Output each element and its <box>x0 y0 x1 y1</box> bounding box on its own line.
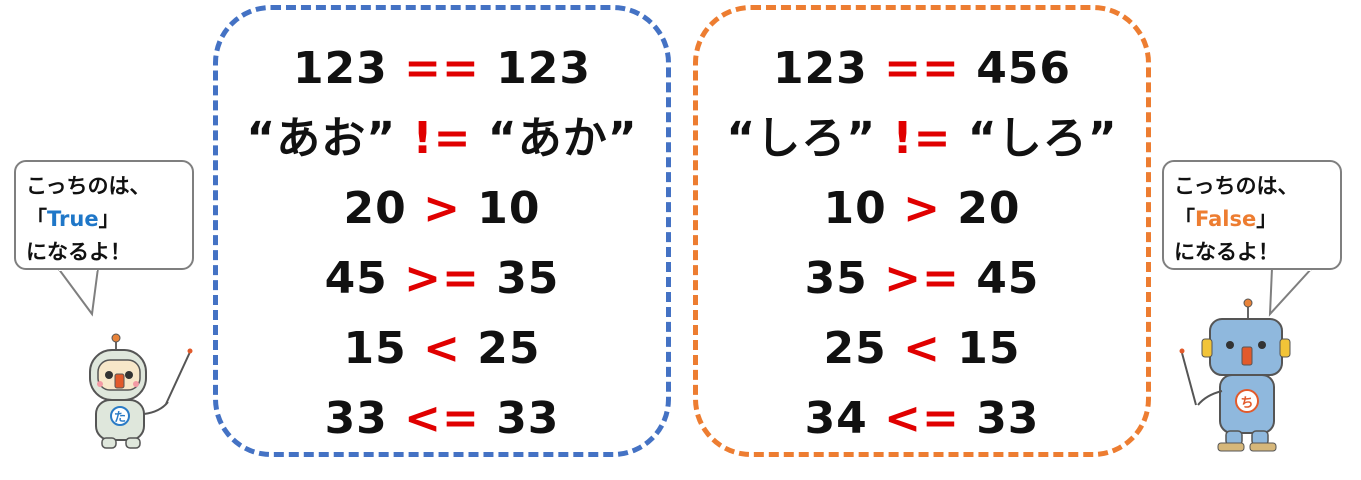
bubble-line-1: こっちのは、 <box>1174 174 1299 198</box>
close-bracket: 」 <box>1256 207 1278 231</box>
bubble-line-3: になるよ！ <box>26 240 131 264</box>
operator: == <box>884 43 960 94</box>
left-operand: 35 <box>804 253 868 304</box>
right-operand: 456 <box>976 43 1072 94</box>
false-row-1: 123 == 456 <box>698 34 1146 104</box>
true-row-2: “あお” != “あか” <box>218 104 666 174</box>
bubble-line-3: になるよ！ <box>1174 240 1279 264</box>
false-row-4: 35 >= 45 <box>698 244 1146 314</box>
false-row-6: 34 <= 33 <box>698 384 1146 454</box>
right-operand: 35 <box>496 253 560 304</box>
left-bubble-tail <box>56 267 100 317</box>
right-operand: 25 <box>477 323 541 374</box>
true-row-1: 123 == 123 <box>218 34 666 104</box>
right-operand: 10 <box>477 183 541 234</box>
left-operand: 45 <box>324 253 388 304</box>
bubble-line-2: 「True」 <box>26 203 182 236</box>
right-operand: “あか” <box>487 113 638 164</box>
bubble-line-1: こっちのは、 <box>26 174 151 198</box>
operator: <= <box>404 393 480 444</box>
right-operand: 33 <box>976 393 1040 444</box>
left-speech-bubble: こっちのは、 「True」 になるよ！ <box>14 160 194 270</box>
operator: <= <box>884 393 960 444</box>
operator: >= <box>404 253 480 304</box>
right-bubble-tail <box>1268 267 1315 317</box>
right-operand: “しろ” <box>967 113 1118 164</box>
left-operand: 25 <box>823 323 887 374</box>
close-bracket: 」 <box>98 207 120 231</box>
left-operand: 123 <box>292 43 388 94</box>
false-row-2: “しろ” != “しろ” <box>698 104 1146 174</box>
operator: >= <box>884 253 960 304</box>
robot-badge: ち <box>1240 396 1253 411</box>
operator: == <box>404 43 480 94</box>
robot-badge: た <box>114 410 126 424</box>
left-operand: 33 <box>324 393 388 444</box>
left-robot-icon: た <box>89 333 193 449</box>
true-row-3: 20 > 10 <box>218 174 666 244</box>
right-operand: 45 <box>976 253 1040 304</box>
operator: != <box>412 113 472 164</box>
false-comparisons-panel: 123 == 456 “しろ” != “しろ” 10 > 20 35 >= 45… <box>693 5 1151 457</box>
bubble-line-2: 「False」 <box>1174 203 1330 236</box>
right-operand: 123 <box>496 43 592 94</box>
true-keyword: True <box>47 207 99 231</box>
left-operand: 10 <box>823 183 887 234</box>
true-row-5: 15 < 25 <box>218 314 666 384</box>
operator: > <box>903 183 941 234</box>
open-bracket: 「 <box>26 207 47 231</box>
left-operand: 20 <box>343 183 407 234</box>
right-speech-bubble: こっちのは、 「False」 になるよ！ <box>1162 160 1342 270</box>
right-robot-icon: ち <box>1179 298 1291 452</box>
false-row-5: 25 < 15 <box>698 314 1146 384</box>
right-operand: 33 <box>496 393 560 444</box>
left-operand: 34 <box>804 393 868 444</box>
false-row-3: 10 > 20 <box>698 174 1146 244</box>
left-operand: “あお” <box>246 113 397 164</box>
true-comparisons-panel: 123 == 123 “あお” != “あか” 20 > 10 45 >= 35… <box>213 5 671 457</box>
operator: < <box>903 323 941 374</box>
open-bracket: 「 <box>1174 207 1195 231</box>
left-operand: 123 <box>772 43 868 94</box>
operator: < <box>423 323 461 374</box>
operator: != <box>892 113 952 164</box>
true-row-4: 45 >= 35 <box>218 244 666 314</box>
false-keyword: False <box>1195 207 1257 231</box>
right-operand: 20 <box>957 183 1021 234</box>
true-row-6: 33 <= 33 <box>218 384 666 454</box>
left-operand: “しろ” <box>726 113 877 164</box>
left-operand: 15 <box>343 323 407 374</box>
right-operand: 15 <box>957 323 1021 374</box>
operator: > <box>423 183 461 234</box>
